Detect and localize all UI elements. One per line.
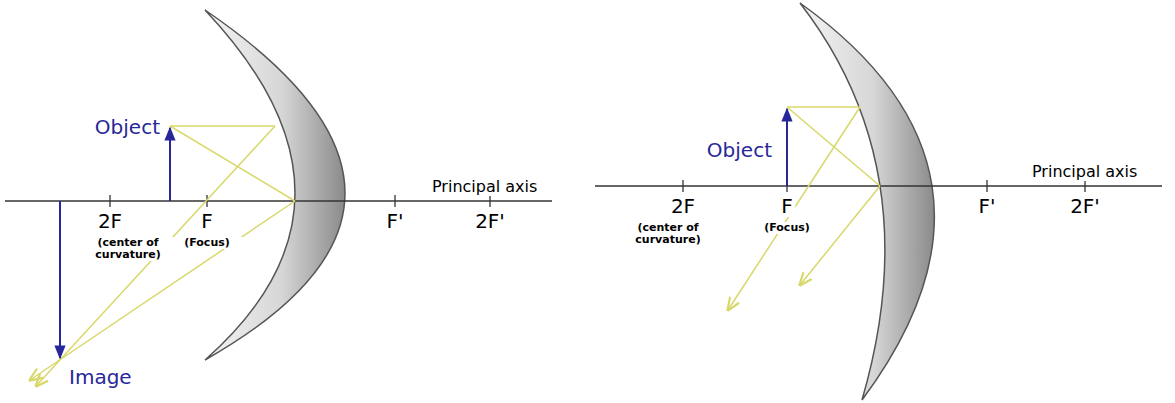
object-label: Object	[705, 139, 774, 161]
tick	[682, 180, 683, 192]
left-panel	[5, 10, 552, 386]
axis-ticks	[110, 195, 490, 207]
point-note: (center of curvature)	[626, 222, 710, 246]
point-note: (Focus)	[165, 237, 249, 249]
image-label: Image	[67, 366, 134, 388]
light-ray	[787, 107, 880, 186]
right-panel	[595, 3, 1162, 400]
light-ray	[36, 126, 275, 386]
axis-label: Principal axis	[430, 178, 539, 196]
tick	[1084, 180, 1085, 192]
tick	[489, 195, 490, 207]
concave-mirror	[205, 10, 345, 360]
object-arrow	[786, 109, 788, 186]
point-label: F'	[976, 195, 997, 217]
light-ray	[787, 106, 860, 108]
point-note: (Focus)	[745, 222, 829, 234]
point-label: F	[199, 210, 215, 232]
point-label: F'	[384, 210, 405, 232]
tick	[109, 195, 110, 207]
principal-axis	[5, 200, 552, 201]
light-ray	[800, 186, 880, 285]
concave-mirror	[800, 3, 934, 400]
image-arrow	[59, 201, 61, 358]
point-label: 2F	[669, 195, 697, 217]
light-ray	[170, 126, 295, 201]
object-arrow	[169, 128, 171, 201]
light-rays	[30, 126, 295, 386]
axis-ticks	[683, 180, 1085, 192]
point-label: 2F	[96, 210, 124, 232]
tick	[986, 180, 987, 192]
light-ray	[728, 107, 860, 310]
point-label: F	[779, 195, 795, 217]
object-label: Object	[93, 116, 162, 138]
light-rays	[728, 107, 880, 310]
point-label: 2F'	[473, 210, 507, 232]
point-label: 2F'	[1068, 195, 1102, 217]
axis-label: Principal axis	[1030, 163, 1139, 181]
light-ray	[170, 125, 275, 127]
tick	[394, 195, 395, 207]
light-ray	[30, 201, 295, 380]
point-note: (center of curvature)	[86, 237, 170, 261]
